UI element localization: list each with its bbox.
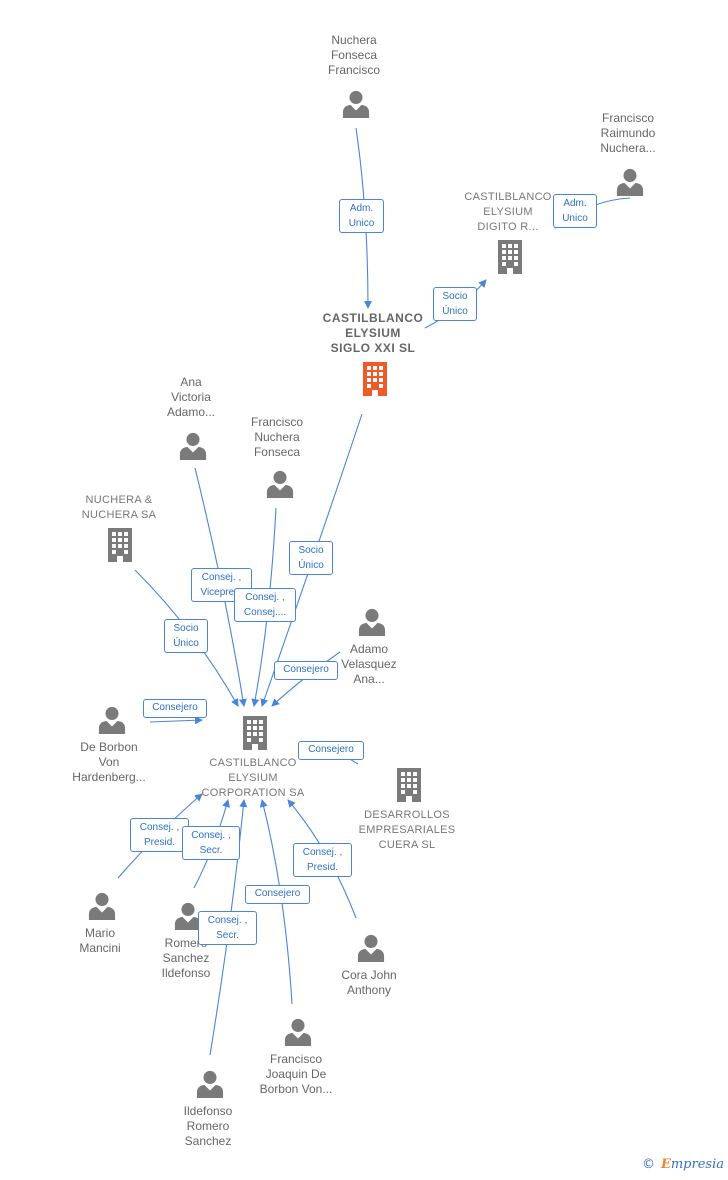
role-badge-socio-unico[interactable]: Socio Único [433,287,477,321]
node-label-cora[interactable]: Cora John Anthony [341,968,397,997]
role-badge-consej-presid[interactable]: Consej. , Presid. [130,818,189,852]
person-icon [616,168,644,196]
role-badge-socio-unico[interactable]: Socio Único [164,619,208,653]
role-badge-socio-unico[interactable]: Socio Único [289,541,333,575]
person-icon [284,1018,312,1046]
person-icon [342,90,370,118]
role-badge-consejero[interactable]: Consejero [274,661,338,680]
copyright-icon: © [641,1157,655,1172]
role-badge-consej-consej[interactable]: Consej. , Consej.... [234,588,296,622]
person-icon [357,934,385,962]
node-label-romero[interactable]: Romero Sanchez Ildefonso [161,936,211,980]
person-icon [358,608,386,636]
node-label-corporation[interactable]: CASTILBLANCO ELYSIUM CORPORATION SA [201,757,305,799]
empresia-logo: © Empresia [642,1157,724,1172]
person-icon [266,470,294,498]
person-icon [98,706,126,734]
role-badge-consejero[interactable]: Consejero [245,885,310,904]
role-badge-consej-secr[interactable]: Consej. , Secr. [182,826,240,860]
node-label-francisco-nf[interactable]: Francisco Nuchera Fonseca [250,415,304,459]
node-label-digito[interactable]: CASTILBLANCO ELYSIUM DIGITO R... [464,191,552,233]
building-icon [397,768,421,802]
node-label-siglo[interactable]: CASTILBLANCO ELYSIUM SIGLO XXI SL [322,311,424,355]
node-label-nuchera-fonseca[interactable]: Nuchera Fonseca Francisco [327,33,381,77]
node-label-desarrollos[interactable]: DESARROLLOS EMPRESARIALES CUERA SL [358,809,456,851]
role-badge-consej-secr[interactable]: Consej. , Secr. [198,911,257,945]
building-icon [108,528,132,562]
brand-initial: E [660,1157,671,1172]
person-icon [88,892,116,920]
building-icon-highlight [363,362,387,396]
node-label-joaquin[interactable]: Francisco Joaquin De Borbon Von... [259,1052,333,1096]
person-icon [196,1070,224,1098]
node-label-ana[interactable]: Ana Victoria Adamo... [166,375,216,419]
role-badge-consejero[interactable]: Consejero [143,699,207,718]
node-label-mario[interactable]: Mario Mancini [79,926,121,955]
node-label-nuchera-sa[interactable]: NUCHERA & NUCHERA SA [81,494,157,521]
edge-deborbon-to-corporation [149,716,203,725]
building-icon [243,716,267,750]
person-icon [179,432,207,460]
node-label-ildefonso[interactable]: Ildefonso Romero Sanchez [183,1104,233,1148]
role-badge-consejero[interactable]: Consejero [298,741,364,760]
node-label-deborbon[interactable]: De Borbon Von Hardenberg... [72,740,146,784]
role-badge-adm-unico[interactable]: Adm. Unico [553,194,597,228]
role-badge-consej-presid[interactable]: Consej. , Presid. [293,843,352,877]
node-label-raimundo[interactable]: Francisco Raimundo Nuchera... [600,111,656,155]
role-badge-adm-unico[interactable]: Adm. Unico [339,199,384,233]
building-icon [498,240,522,274]
brand-name: mpresia [670,1157,724,1172]
node-label-adamo[interactable]: Adamo Velasquez Ana... [341,642,397,686]
